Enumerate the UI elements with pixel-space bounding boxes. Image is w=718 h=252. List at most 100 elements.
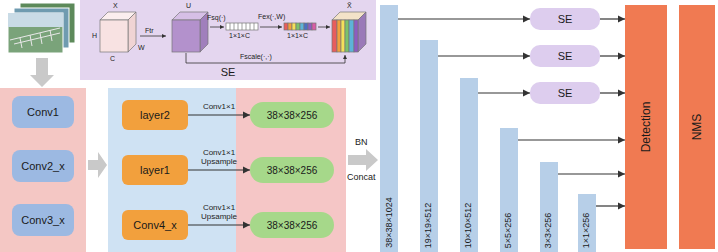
annotation-label: Fsq(·) — [207, 14, 226, 21]
node-text: Conv4_x — [133, 219, 176, 231]
connector-arrow — [600, 18, 625, 19]
feature-bar: 10×10×512 — [460, 78, 478, 252]
node-text: layer1 — [140, 164, 170, 176]
flow-arrow — [30, 58, 54, 87]
se-arrows — [140, 27, 345, 63]
layer-box: layer1 — [122, 155, 188, 185]
annotation-label: Fscale(·,·) — [240, 53, 272, 60]
node-text: SE — [221, 66, 236, 78]
cube-face — [349, 20, 354, 52]
annotation-label: U — [186, 2, 191, 9]
cube-face — [200, 12, 208, 52]
detection-box: Detection — [625, 5, 667, 249]
node-text: Detection — [640, 102, 652, 153]
annotation-label: 1×1×C — [229, 32, 250, 39]
flow-arrow — [348, 149, 378, 171]
node-text: layer2 — [140, 109, 170, 121]
photo — [8, 13, 63, 53]
feature-bar: 3×3×256 — [540, 162, 558, 252]
fusion-panel — [236, 88, 346, 252]
annotation-label: X — [113, 2, 118, 9]
feature-bar: 5×5×256 — [500, 128, 518, 252]
layer-box: Conv4_x — [122, 210, 188, 240]
annotation-label: BN — [355, 138, 368, 147]
connector-arrow — [518, 139, 625, 140]
cube-face — [341, 20, 345, 52]
conv-box: Conv2_x — [12, 150, 74, 182]
node-text: SE — [558, 87, 573, 99]
annotation-label: 1×1×C — [287, 32, 308, 39]
vector-cell — [300, 23, 304, 30]
photo-structure — [10, 28, 60, 48]
vector-cell — [292, 23, 296, 30]
node-text: SE — [558, 50, 573, 62]
annotation-label: X̃ — [347, 2, 352, 9]
cube-face — [128, 12, 136, 52]
annotation-label: H — [92, 32, 97, 39]
annotation-label: C — [110, 55, 115, 62]
edge-label: Conv1×1 — [203, 103, 235, 112]
op-arrow — [210, 27, 224, 28]
connector-arrow — [398, 18, 530, 19]
node-text: 38×38×256 — [267, 110, 318, 121]
se-box: SE — [530, 45, 600, 67]
node-text: 38×38×256 — [267, 220, 318, 231]
feature-map: 38×38×256 — [250, 212, 334, 238]
vector-cell — [308, 23, 312, 30]
vector-cell — [312, 23, 316, 30]
annotation-label: Fex(·,W) — [258, 13, 285, 20]
cube-face — [358, 12, 366, 52]
vector-cell — [288, 23, 292, 30]
connector-arrow — [600, 55, 625, 56]
node-text: SE — [558, 13, 573, 25]
vector-strip — [226, 23, 258, 30]
vector-cell — [284, 23, 288, 30]
photo-sky — [8, 13, 63, 27]
connector-arrow — [188, 169, 250, 170]
edge-label: Conv1×1 Upsample — [197, 204, 241, 222]
se-illustration — [100, 12, 366, 52]
edge-label: Conv1×1 Upsample — [197, 149, 241, 167]
connector-arrow — [558, 173, 625, 174]
node-text: 38×38×1024 — [385, 197, 394, 248]
cube-face — [354, 20, 358, 52]
annotation-label: Ftr — [145, 27, 154, 34]
node-text: 5×5×256 — [505, 212, 514, 248]
node-text: Conv2_x — [21, 160, 64, 172]
node-text: 19×19×512 — [425, 202, 434, 248]
feature-bar: 19×19×512 — [420, 40, 438, 252]
vector-cell — [296, 23, 300, 30]
conv-box: Conv1 — [12, 96, 74, 128]
op-arrow — [186, 53, 345, 63]
node-text: NMS — [691, 114, 703, 141]
feature-bar: 38×38×1024 — [380, 5, 398, 252]
node-text: 3×3×256 — [545, 212, 554, 248]
layer-box: layer2 — [122, 100, 188, 130]
connector-arrow — [600, 92, 625, 93]
se-block: SE — [80, 0, 376, 80]
flow-arrow — [88, 152, 107, 178]
cube-face — [337, 20, 341, 52]
connector-arrow — [188, 224, 250, 225]
connector-arrow — [188, 114, 250, 115]
backbone-panel — [0, 88, 86, 252]
node-text: Conv3_x — [21, 214, 64, 226]
op-arrow — [260, 27, 282, 28]
node-text: 1×1×256 — [583, 212, 592, 248]
op-arrow — [318, 27, 330, 28]
cube-face — [172, 20, 200, 52]
node-text: 10×10×512 — [465, 202, 474, 248]
connector-arrow — [478, 92, 530, 93]
cube-face — [332, 20, 337, 52]
cube-face — [100, 20, 128, 52]
feature-map: 38×38×256 — [250, 102, 334, 128]
nms-box: NMS — [679, 5, 715, 249]
node-text: 38×38×256 — [267, 165, 318, 176]
input-images — [8, 3, 75, 53]
conv-box: Conv3_x — [12, 204, 74, 236]
cube-face — [345, 20, 349, 52]
vector-strip — [230, 23, 254, 30]
